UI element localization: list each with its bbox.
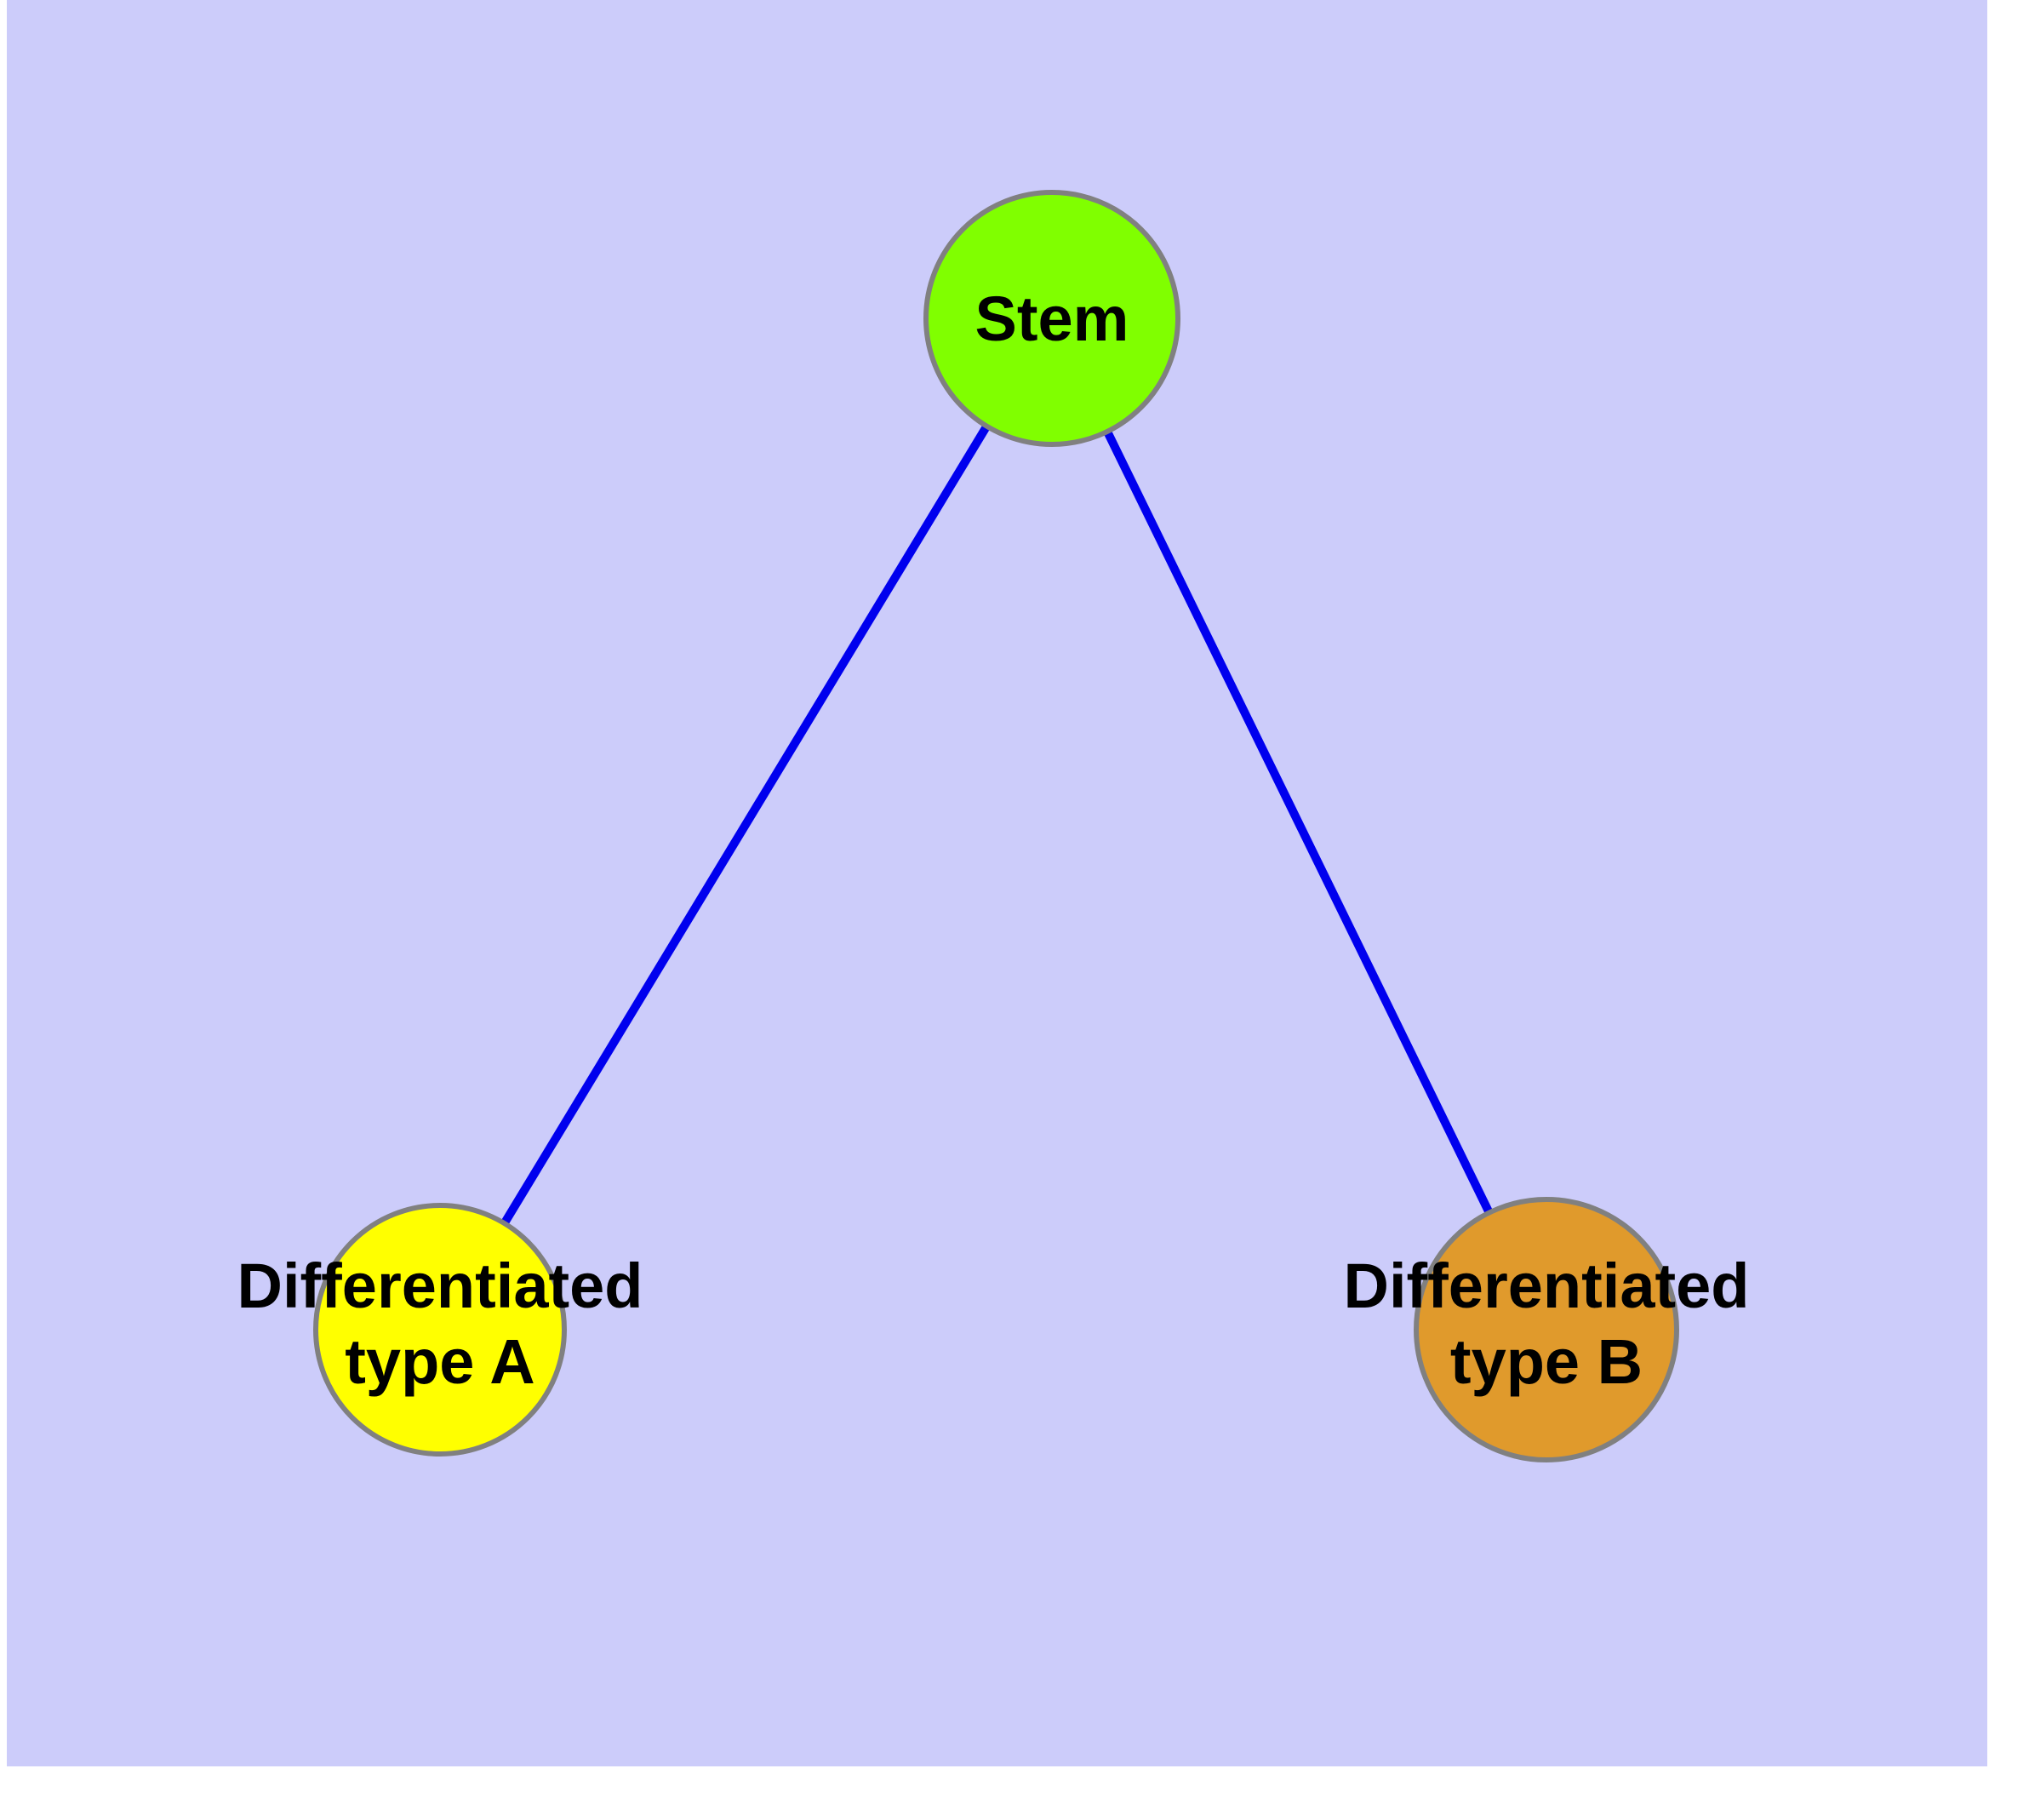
node-differentiated-type-a[interactable]: Differentiated type A	[237, 1203, 643, 1457]
graph-svg: Stem Differentiated type A Differentiate…	[237, 190, 1750, 1462]
node-differentiated-type-b-circle[interactable]	[1414, 1197, 1679, 1462]
node-stem-label: Stem	[975, 283, 1129, 354]
node-layer: Stem Differentiated type A Differentiate…	[237, 190, 1750, 1462]
node-stem[interactable]: Stem	[923, 190, 1180, 447]
node-differentiated-type-a-circle[interactable]	[313, 1203, 567, 1457]
edge-stem-to-differentiated-type-a[interactable]	[500, 424, 991, 1226]
node-differentiated-type-a-label-line1: Differentiated	[237, 1251, 643, 1321]
node-stem-circle[interactable]	[923, 190, 1180, 447]
diagram-canvas: Stem Differentiated type A Differentiate…	[7, 0, 1987, 1766]
node-differentiated-type-b[interactable]: Differentiated type B	[1344, 1197, 1750, 1462]
node-differentiated-type-b-label-line2: type B	[1450, 1326, 1643, 1397]
edge-layer	[500, 424, 1494, 1226]
node-differentiated-type-b-label-line1: Differentiated	[1344, 1251, 1750, 1321]
node-differentiated-type-a-label-line2: type A	[345, 1326, 534, 1397]
edge-stem-to-differentiated-type-b[interactable]	[1103, 429, 1494, 1215]
